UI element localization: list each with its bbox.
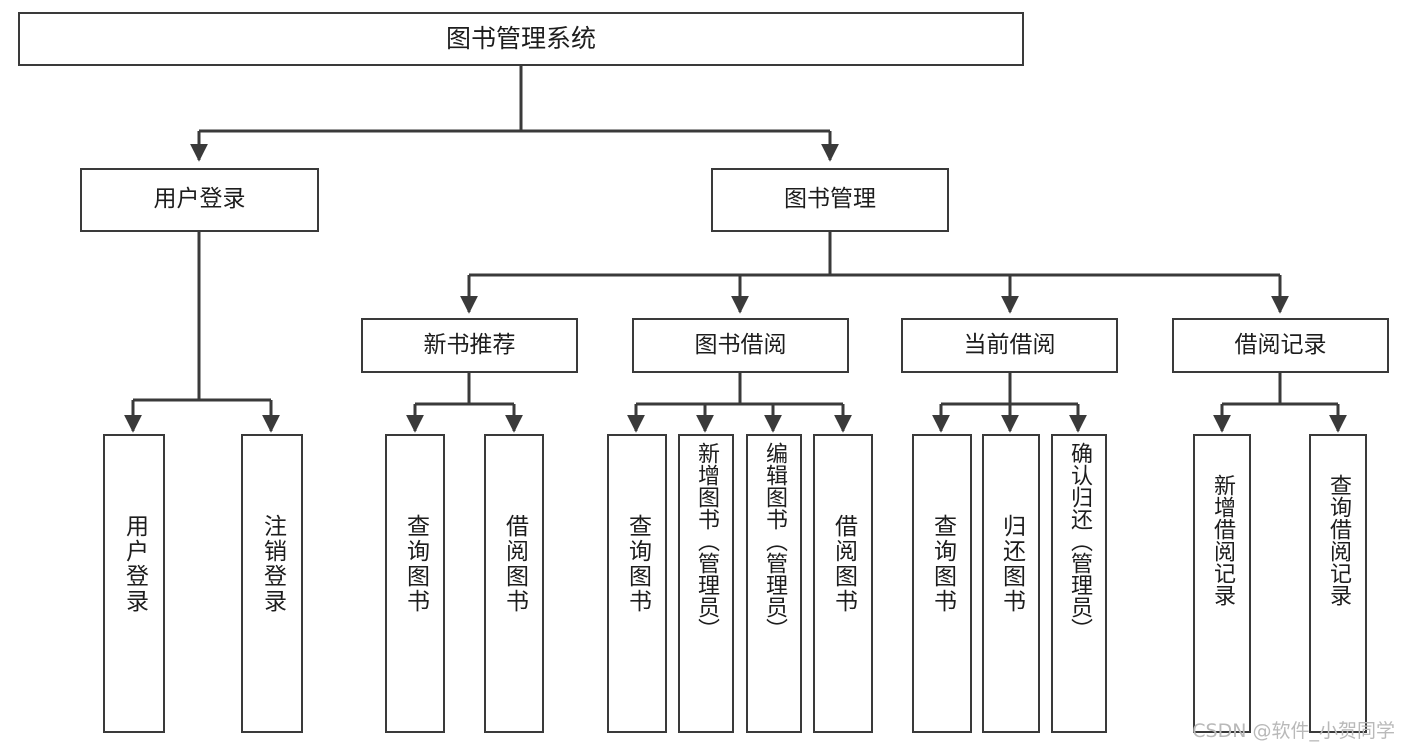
node-leaf-query-borrow-record[interactable]: 查询借阅记录 [1309, 434, 1367, 733]
node-label: 新书推荐 [423, 331, 516, 358]
node-label: 当前借阅 [963, 331, 1056, 358]
node-label: 图书借阅 [694, 331, 787, 358]
node-leaf-edit-book-admin[interactable]: 编辑图书（管理员） [746, 434, 802, 733]
watermark-text: CSDN @软件_小贺同学 [1192, 720, 1395, 742]
node-leaf-confirm-return-admin[interactable]: 确认归还（管理员） [1051, 434, 1107, 733]
node-book-manage[interactable]: 图书管理 [711, 168, 949, 232]
node-leaf-borrow-book-1[interactable]: 借阅图书 [484, 434, 544, 733]
node-borrow-record[interactable]: 借阅记录 [1172, 318, 1389, 373]
node-label: 查询借阅记录 [1326, 474, 1351, 606]
node-label: 查询图书 [402, 514, 429, 614]
node-leaf-logout-login[interactable]: 注销登录 [241, 434, 303, 733]
node-label: 编辑图书（管理员） [762, 442, 787, 640]
node-label: 新增借阅记录 [1210, 474, 1235, 606]
node-leaf-return-book[interactable]: 归还图书 [982, 434, 1040, 733]
node-label: 借阅图书 [501, 514, 528, 614]
node-label: 借阅图书 [830, 514, 857, 614]
node-label: 用户登录 [121, 514, 148, 614]
node-label: 借阅记录 [1234, 331, 1327, 358]
node-label: 图书管理 [784, 186, 876, 213]
node-label: 查询图书 [929, 514, 956, 614]
node-leaf-borrow-book-2[interactable]: 借阅图书 [813, 434, 873, 733]
node-user-login[interactable]: 用户登录 [80, 168, 319, 232]
node-new-book-recommend[interactable]: 新书推荐 [361, 318, 578, 373]
node-leaf-add-borrow-record[interactable]: 新增借阅记录 [1193, 434, 1251, 733]
node-leaf-query-book-3[interactable]: 查询图书 [912, 434, 972, 733]
node-leaf-query-book-1[interactable]: 查询图书 [385, 434, 445, 733]
node-leaf-query-book-2[interactable]: 查询图书 [607, 434, 667, 733]
node-leaf-add-book-admin[interactable]: 新增图书（管理员） [678, 434, 734, 733]
node-leaf-user-login[interactable]: 用户登录 [103, 434, 165, 733]
node-book-borrow[interactable]: 图书借阅 [632, 318, 849, 373]
node-label: 新增图书（管理员） [694, 442, 719, 640]
node-label: 确认归还（管理员） [1067, 442, 1092, 640]
node-label: 图书管理系统 [445, 24, 596, 53]
node-label: 查询图书 [624, 514, 651, 614]
node-root-system[interactable]: 图书管理系统 [18, 12, 1024, 66]
node-label: 用户登录 [153, 186, 246, 213]
node-label: 归还图书 [998, 514, 1025, 614]
node-current-borrow[interactable]: 当前借阅 [901, 318, 1118, 373]
node-label: 注销登录 [259, 514, 286, 614]
